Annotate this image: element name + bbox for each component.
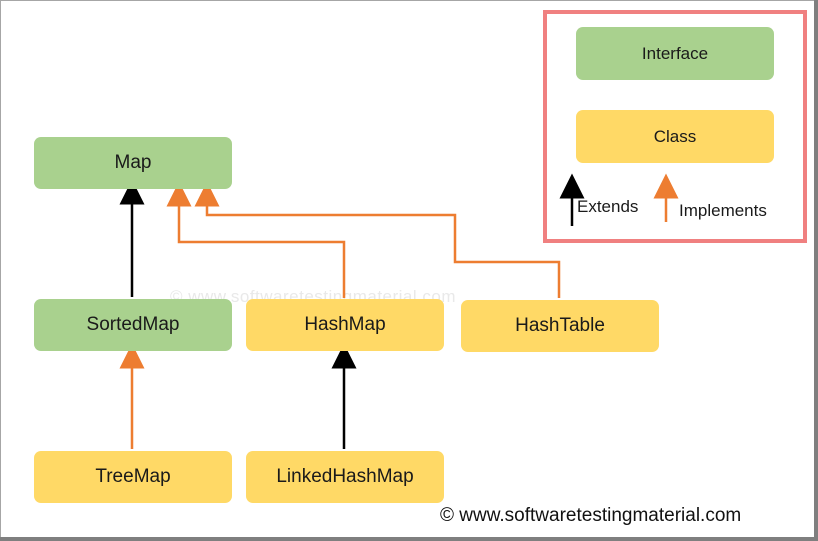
node-map: Map (34, 137, 232, 189)
legend-interface-swatch: Interface (576, 27, 774, 80)
frame-shadow-right (814, 0, 818, 541)
legend-arrows (559, 173, 679, 226)
copyright-text: © www.softwaretestingmaterial.com (440, 505, 742, 526)
node-sortedmap: SortedMap (34, 299, 232, 351)
legend-implements-label: Implements (679, 201, 767, 220)
edge-hashtable-implements-map (194, 181, 561, 298)
legend-box: Interface Class Extends Implements (543, 10, 807, 243)
edge-hashmap-implements-map (166, 181, 346, 298)
node-linkedhashmap: LinkedHashMap (246, 451, 444, 503)
node-treemap: TreeMap (34, 451, 232, 503)
legend-extends-label: Extends (577, 197, 639, 216)
node-hashtable: HashTable (461, 300, 659, 352)
legend-class-swatch: Class (576, 110, 774, 163)
node-hashmap: HashMap (246, 299, 444, 351)
frame-shadow-bottom (0, 537, 818, 541)
